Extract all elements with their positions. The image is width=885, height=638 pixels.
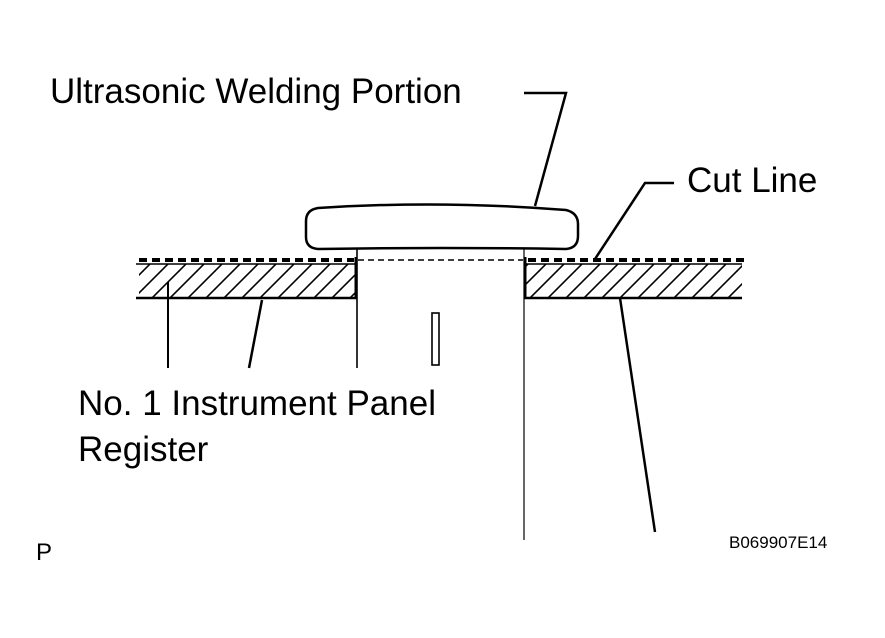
part-name-line-1: No. 1 Instrument Panel: [78, 384, 436, 423]
stem-slot: [431, 312, 440, 366]
welding-stem: [356, 249, 525, 540]
corner-mark: P: [36, 539, 53, 566]
part-name-label: No. 1 Instrument Panel Register: [78, 381, 436, 473]
figure-code: B069907E14: [729, 533, 828, 552]
register-leader-line-2: [247, 299, 264, 369]
register-leader-line-3: [618, 297, 657, 533]
welding-portion-label: Ultrasonic Welding Portion: [50, 72, 462, 111]
welding-leader-line: [524, 91, 568, 207]
right-panel-section: [523, 257, 742, 300]
left-panel-section: [136, 257, 358, 300]
cut-line-label: Cut Line: [687, 161, 818, 200]
cut-line-leader-line: [593, 181, 674, 260]
welding-head: [304, 203, 580, 251]
part-name-line-2: Register: [78, 430, 209, 469]
